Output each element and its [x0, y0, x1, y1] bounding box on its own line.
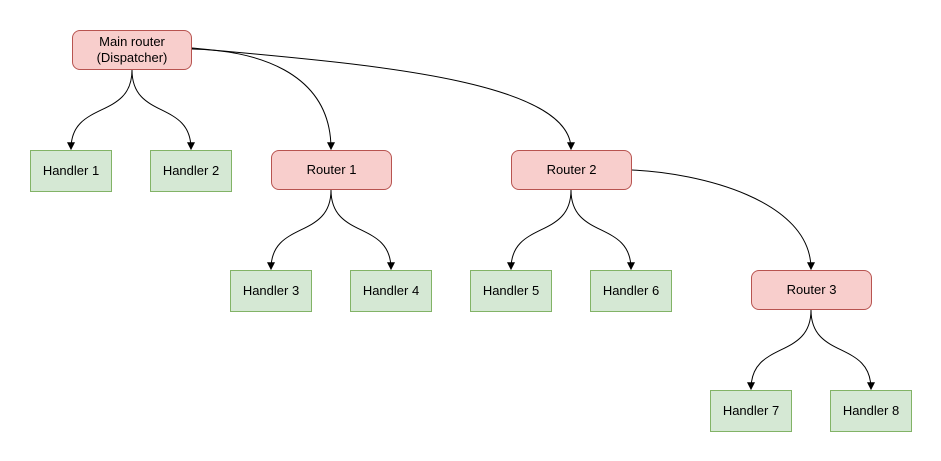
edge-router3-to-handler8 — [810, 309, 875, 391]
node-router-2[interactable]: Router 2 — [511, 150, 632, 190]
edge-main-to-handler2 — [131, 69, 195, 151]
node-handler-7-label: Handler 7 — [722, 402, 780, 418]
node-router-3-label: Router 3 — [786, 281, 837, 297]
node-handler-7[interactable]: Handler 7 — [710, 390, 792, 432]
node-router-1[interactable]: Router 1 — [271, 150, 392, 190]
node-router-2-label: Router 2 — [546, 161, 597, 177]
edge-router2-to-handler5 — [507, 189, 572, 271]
edge-router2-to-router3 — [631, 169, 815, 271]
node-handler-6[interactable]: Handler 6 — [590, 270, 672, 312]
edge-router1-to-handler3 — [267, 189, 332, 271]
node-handler-8-label: Handler 8 — [842, 402, 900, 418]
edge-router2-to-handler6 — [570, 189, 635, 271]
node-main-router[interactable]: Main router (Dispatcher) — [72, 30, 192, 70]
edge-router1-to-handler4 — [330, 189, 395, 271]
edge-router3-to-handler7 — [747, 309, 812, 391]
node-handler-4[interactable]: Handler 4 — [350, 270, 432, 312]
node-handler-2-label: Handler 2 — [162, 162, 220, 178]
edge-main-to-handler1 — [67, 69, 133, 151]
node-handler-8[interactable]: Handler 8 — [830, 390, 912, 432]
node-main-router-label-line1: Main router — [99, 33, 165, 49]
node-handler-1[interactable]: Handler 1 — [30, 150, 112, 192]
node-router-1-label: Router 1 — [306, 161, 357, 177]
node-handler-3-label: Handler 3 — [242, 282, 300, 298]
node-router-3[interactable]: Router 3 — [751, 270, 872, 310]
edge-main-to-router1 — [191, 48, 335, 151]
node-handler-3[interactable]: Handler 3 — [230, 270, 312, 312]
node-handler-6-label: Handler 6 — [602, 282, 660, 298]
edge-main-to-router2 — [191, 47, 575, 151]
node-handler-5-label: Handler 5 — [482, 282, 540, 298]
node-handler-4-label: Handler 4 — [362, 282, 420, 298]
node-handler-1-label: Handler 1 — [42, 162, 100, 178]
node-main-router-label-line2: (Dispatcher) — [96, 50, 168, 65]
node-handler-5[interactable]: Handler 5 — [470, 270, 552, 312]
node-handler-2[interactable]: Handler 2 — [150, 150, 232, 192]
